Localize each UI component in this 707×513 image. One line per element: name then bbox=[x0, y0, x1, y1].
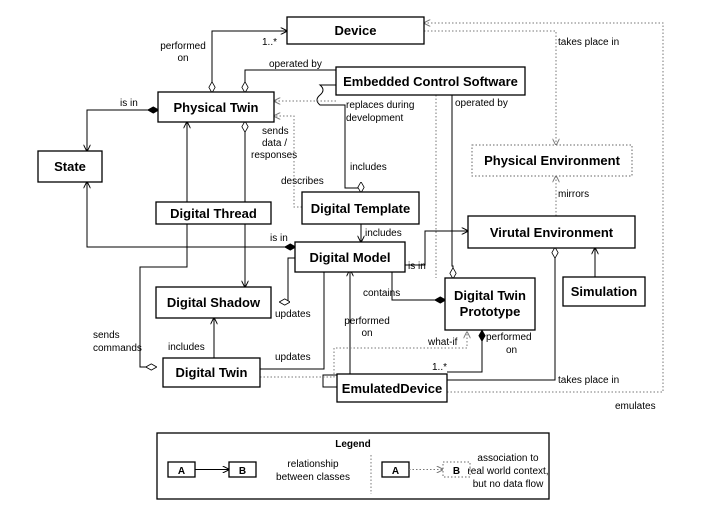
label-includes-model: includes bbox=[365, 228, 402, 239]
label-includes-twin: includes bbox=[168, 342, 205, 353]
edge-emu-venv bbox=[447, 248, 555, 381]
label-performed-on-model-1: performed bbox=[344, 316, 390, 327]
digital-shadow-label: Digital Shadow bbox=[167, 295, 261, 310]
ecs-label: Embedded Control Software bbox=[343, 74, 518, 89]
label-performed-on-top-2: on bbox=[177, 53, 188, 64]
node-digital-thread[interactable]: Digital Thread bbox=[155, 201, 272, 225]
label-sends-commands-1: sends bbox=[93, 330, 120, 341]
legend-b1-label: B bbox=[239, 466, 246, 477]
label-replaces-1: replaces during bbox=[346, 100, 414, 111]
label-replaces-2: development bbox=[346, 113, 403, 124]
digital-twin-label: Digital Twin bbox=[176, 365, 248, 380]
dtp-label-line2: Prototype bbox=[460, 304, 521, 319]
edge-emu-model bbox=[322, 270, 350, 388]
node-digital-shadow[interactable]: Digital Shadow bbox=[155, 286, 272, 319]
label-updates-twin: updates bbox=[275, 352, 311, 363]
physical-environment-label: Physical Environment bbox=[484, 153, 620, 168]
legend-relationship-1: relationship bbox=[287, 459, 339, 470]
label-takes-place-in-top: takes place in bbox=[558, 37, 619, 48]
digital-template-label: Digital Template bbox=[311, 201, 410, 216]
node-simulation[interactable]: Simulation bbox=[562, 276, 646, 307]
label-performed-on-top: performed bbox=[160, 41, 206, 52]
legend: Legend A B relationship between classes … bbox=[156, 432, 550, 500]
node-emulated-device[interactable]: EmulatedDevice bbox=[336, 373, 448, 403]
label-takes-place-in-bottom: takes place in bbox=[558, 375, 619, 386]
edge-ecs-template bbox=[316, 84, 361, 192]
label-mirrors: mirrors bbox=[558, 189, 589, 200]
label-is-in-state: is in bbox=[120, 98, 138, 109]
label-operated-by-dtp: operated by bbox=[455, 98, 508, 109]
label-sends-data-3: responses bbox=[251, 150, 297, 161]
emulated-device-label: EmulatedDevice bbox=[342, 381, 442, 396]
edge-model-dtp bbox=[391, 265, 445, 300]
digital-thread-label: Digital Thread bbox=[170, 206, 257, 221]
legend-a2-label: A bbox=[392, 466, 399, 477]
edge-model-state bbox=[87, 182, 295, 247]
node-physical-twin[interactable]: Physical Twin bbox=[157, 91, 275, 123]
label-sends-commands-2: commands bbox=[93, 343, 142, 354]
label-multiplicity-device: 1..* bbox=[262, 37, 277, 48]
edge-pt-device bbox=[212, 31, 287, 92]
edge-pt-ecs bbox=[245, 69, 336, 92]
node-digital-twin-prototype[interactable]: Digital Twin Prototype bbox=[444, 277, 536, 331]
edge-ecs-dtp bbox=[452, 95, 453, 278]
label-describes: describes bbox=[281, 176, 324, 187]
legend-relationship-2: between classes bbox=[276, 472, 350, 483]
legend-association-1: association to bbox=[477, 453, 539, 464]
edge-pt-state bbox=[87, 110, 158, 151]
node-digital-model[interactable]: Digital Model bbox=[294, 241, 406, 273]
node-device[interactable]: Device bbox=[286, 16, 425, 45]
digital-model-label: Digital Model bbox=[310, 250, 391, 265]
simulation-label: Simulation bbox=[571, 284, 638, 299]
legend-frame bbox=[156, 432, 550, 500]
label-emulates: emulates bbox=[615, 401, 656, 412]
label-sends-data-2: data / bbox=[262, 138, 287, 149]
device-label: Device bbox=[335, 23, 377, 38]
edges-solid bbox=[87, 31, 595, 388]
node-embedded-control-software[interactable]: Embedded Control Software bbox=[335, 66, 526, 96]
edge-whatif bbox=[260, 332, 467, 378]
edge-emu-dtp bbox=[447, 331, 482, 373]
label-is-in-model: is in bbox=[270, 233, 288, 244]
state-label: State bbox=[54, 159, 86, 174]
edge-labels: performed on 1..* takes place in operate… bbox=[93, 37, 656, 412]
legend-association-2: real world context, bbox=[467, 466, 548, 477]
label-sends-data-1: sends bbox=[262, 126, 289, 137]
legend-box-b2 bbox=[442, 461, 471, 478]
node-physical-environment[interactable]: Physical Environment bbox=[471, 144, 633, 177]
label-updates-shadow: updates bbox=[275, 309, 311, 320]
edge-describes bbox=[274, 116, 302, 208]
edge-device-penv bbox=[424, 30, 556, 145]
label-operated-by-pt: operated by bbox=[269, 59, 322, 70]
dtp-label-line1: Digital Twin bbox=[454, 288, 526, 303]
edge-model-venv bbox=[405, 231, 468, 266]
label-performed-on-dtp-2: on bbox=[506, 345, 517, 356]
node-virtual-environment[interactable]: Virutal Environment bbox=[467, 215, 636, 249]
node-digital-template[interactable]: Digital Template bbox=[301, 191, 420, 225]
edge-emulates bbox=[424, 23, 664, 393]
legend-b2-label: B bbox=[453, 466, 460, 477]
label-performed-on-dtp-1: performed bbox=[486, 332, 532, 343]
virtual-environment-label: Virutal Environment bbox=[490, 225, 614, 240]
legend-box-b1 bbox=[228, 461, 257, 478]
label-multiplicity-emulated: 1..* bbox=[432, 362, 447, 373]
edge-thread-twin bbox=[139, 224, 188, 367]
legend-a1-label: A bbox=[178, 466, 185, 477]
node-digital-twin[interactable]: Digital Twin bbox=[162, 357, 261, 388]
physical-twin-label: Physical Twin bbox=[173, 100, 258, 115]
edge-shadow-model bbox=[280, 257, 295, 302]
legend-association-3: but no data flow bbox=[473, 479, 544, 490]
label-includes-template: includes bbox=[350, 162, 387, 173]
label-what-if: what-if bbox=[427, 337, 458, 348]
label-performed-on-model-2: on bbox=[361, 328, 372, 339]
legend-title: Legend bbox=[335, 439, 371, 450]
node-state[interactable]: State bbox=[37, 150, 103, 183]
label-contains: contains bbox=[363, 288, 400, 299]
edges-dotted bbox=[260, 23, 664, 393]
label-is-in-venv: is in bbox=[408, 261, 426, 272]
